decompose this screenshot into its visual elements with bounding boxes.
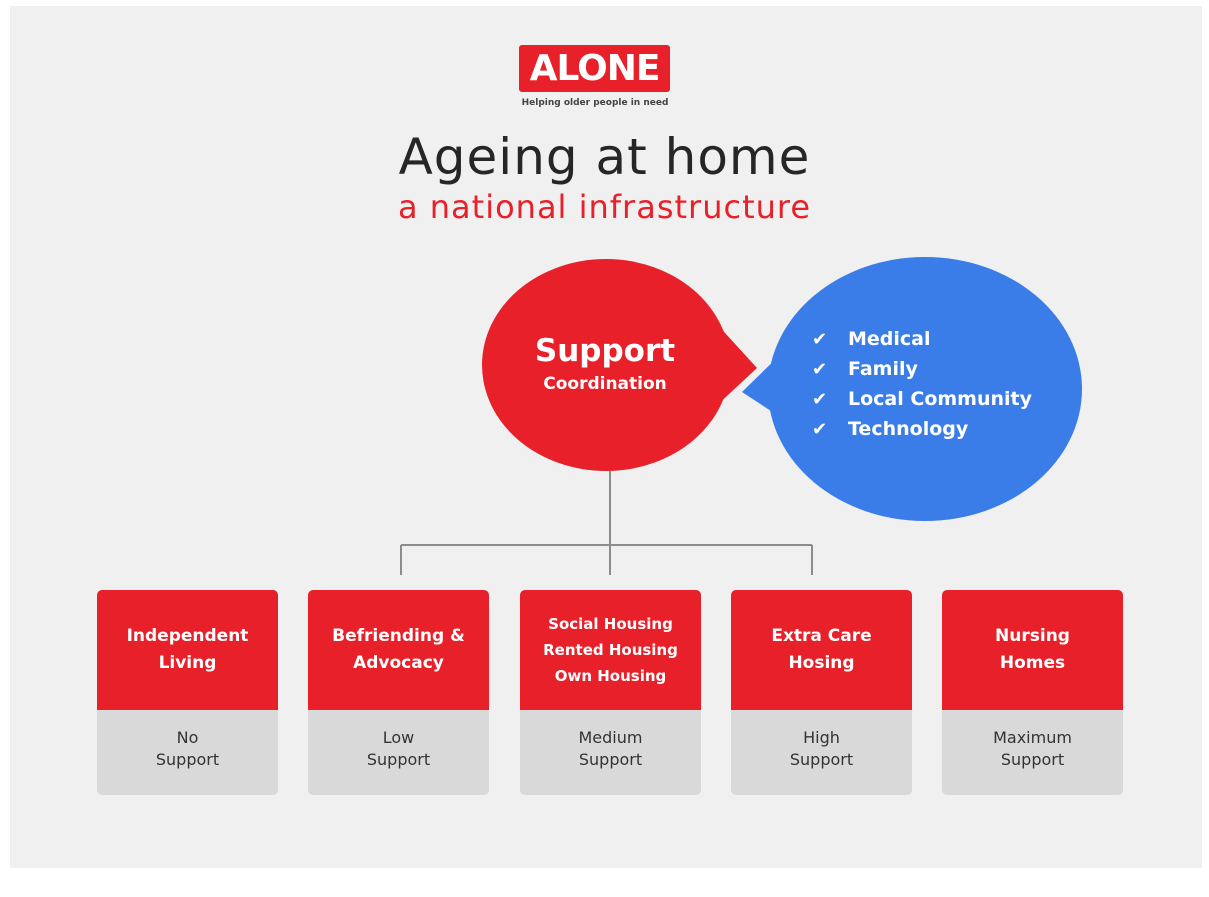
level-card-extra-care: Extra Care Hosing High Support [731, 590, 912, 795]
support-level: Medium Support [578, 727, 643, 769]
resources-bubble-pointer [742, 345, 800, 430]
checkmark-icon: ✔ [812, 389, 828, 410]
resources-bubble [768, 257, 1082, 521]
list-item: ✔ Technology [812, 414, 1032, 444]
support-level: High Support [789, 727, 854, 769]
logo-text: ALONE [529, 48, 661, 89]
list-item-label: Local Community [848, 388, 1032, 410]
support-sources-list: ✔ Medical ✔ Family ✔ Local Community ✔ Techn… [812, 324, 1032, 444]
list-item: ✔ Local Community [812, 384, 1032, 414]
level-name: Befriending & Advocacy [308, 590, 489, 710]
level-card-befriending: Befriending & Advocacy Low Support [308, 590, 489, 795]
checkmark-icon: ✔ [812, 329, 828, 350]
level-card-independent-living: Independent Living No Support [97, 590, 278, 795]
list-item: ✔ Family [812, 354, 1032, 384]
support-circle-pointer [714, 322, 757, 408]
list-item: ✔ Medical [812, 324, 1032, 354]
level-name: Nursing Homes [942, 590, 1123, 710]
page-subtitle: a national infrastructure [397, 188, 812, 226]
hub-subtitle: Coordination [543, 374, 667, 394]
level-name: Independent Living [97, 590, 278, 710]
support-coordination-circle [482, 259, 730, 471]
list-item-label: Medical [848, 328, 931, 350]
checkmark-icon: ✔ [812, 359, 828, 380]
support-level: No Support [155, 727, 220, 769]
logo-tagline: Helping older people in need [521, 98, 669, 108]
checkmark-icon: ✔ [812, 419, 828, 440]
level-card-nursing-homes: Nursing Homes Maximum Support [942, 590, 1123, 795]
alone-logo: ALONE [519, 45, 670, 92]
list-item-label: Technology [848, 418, 969, 440]
page-title: Ageing at home [398, 128, 811, 186]
hub-title: Support [534, 333, 676, 369]
support-level: Low Support [366, 727, 431, 769]
support-level: Maximum Support [993, 727, 1072, 769]
list-item-label: Family [848, 358, 918, 380]
level-name: Extra Care Hosing [731, 590, 912, 710]
level-card-housing: Social Housing Rented Housing Own Housin… [520, 590, 701, 795]
level-name: Social Housing Rented Housing Own Housin… [520, 590, 701, 710]
